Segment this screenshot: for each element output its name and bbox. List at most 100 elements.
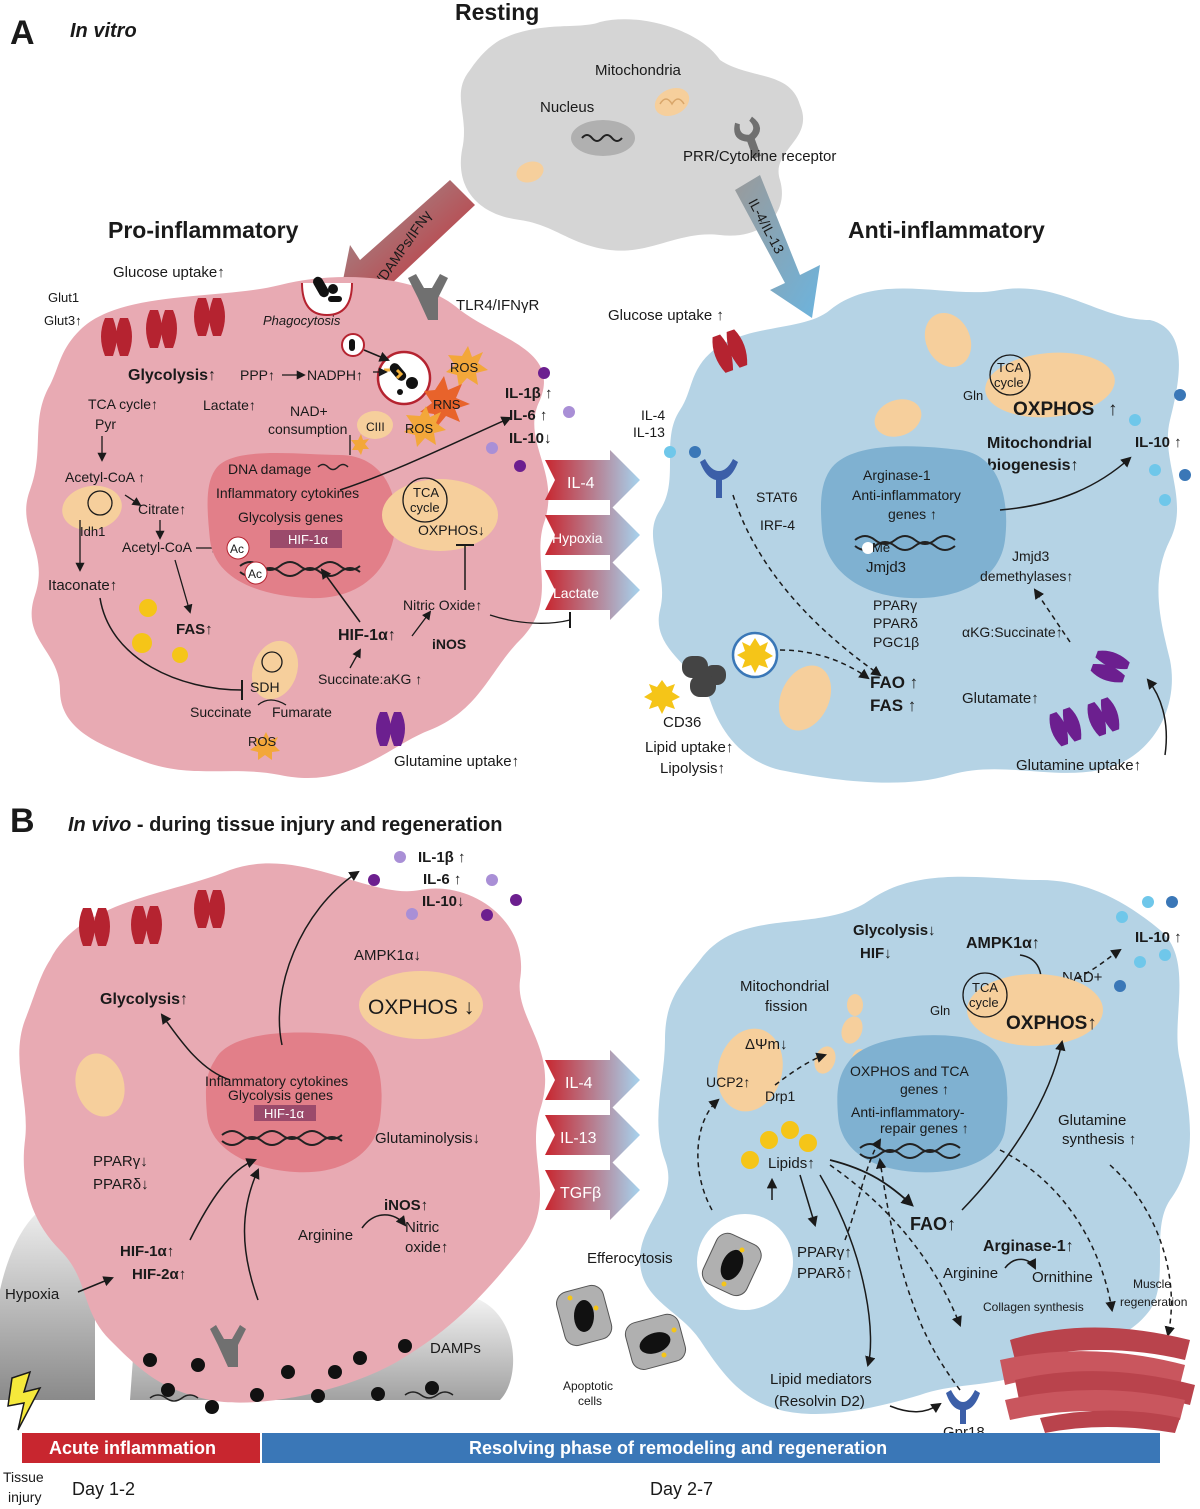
anti-stat6: STAT6 [756, 489, 798, 505]
b-anti-tca-2: cycle [969, 995, 999, 1010]
tlr-label: TLR4/IFNγR [456, 297, 540, 314]
b-anti-fission-2: fission [765, 998, 808, 1015]
prr-receptor-icon [734, 116, 761, 159]
pro-citrate: Citrate↑ [138, 501, 186, 517]
b-pro-glycolysis: Glycolysis↑ [100, 991, 188, 1008]
anti-jmjd3-dem-1: Jmjd3 [1012, 548, 1050, 564]
middle-arrow-il13-b [545, 1105, 640, 1165]
mitochondria-icon [717, 1028, 783, 1112]
ros-2: ROS [405, 421, 434, 436]
b-pro-hif2: HIF-2α↑ [132, 1266, 186, 1283]
pro-glycolysis: Glycolysis↑ [128, 367, 216, 384]
b-anti-hif: HIF↓ [860, 945, 892, 962]
resting-dna [581, 134, 623, 142]
il4-receptor-icon [700, 459, 738, 498]
tlr-receptor-icon [408, 274, 448, 320]
anti-nucleus-line2: Anti-inflammatory [852, 487, 961, 503]
pro-ppp: PPP↑ [240, 367, 275, 383]
pro-tca-2: cycle [410, 500, 440, 515]
b-anti-muscle-2: regeneration [1120, 1295, 1187, 1309]
anti-mito-bio-2: biogenesis↑ [987, 457, 1079, 474]
b-anti-nucleus [837, 1035, 1008, 1173]
timeline-acute: Acute inflammation [49, 1438, 216, 1458]
mitochondria-icon [62, 485, 122, 531]
anti-il4: IL-4 [641, 407, 665, 423]
bacteria-icon [313, 276, 342, 302]
anti-nucleus-line1: Arginase-1 [863, 467, 931, 483]
damp-receptor-icon [210, 1325, 246, 1367]
b-pro-il1b: IL-1β ↑ [418, 849, 466, 866]
timeline-day1: Day 1-2 [72, 1479, 135, 1499]
lipid-droplet-icon [132, 599, 188, 663]
b-anti-gln: Gln [930, 1003, 950, 1018]
glut-transporter-icon [101, 298, 225, 356]
middle-arrow-lactate [545, 560, 640, 620]
anti-mito-bio-1: Mitochondrial [987, 435, 1092, 452]
b-anti-glutamine-2: synthesis ↑ [1062, 1131, 1136, 1148]
b-anti-oxphos: OXPHOS↑ [1006, 1013, 1097, 1034]
b-pro-hif1: HIF-1α↑ [120, 1243, 174, 1260]
pro-succinate-akg: Succinate:aKG ↑ [318, 671, 422, 687]
ros-1: ROS [450, 360, 479, 375]
pro-tca-1: TCA [413, 485, 439, 500]
timeline-tissue-2: injury [8, 1489, 41, 1505]
mitochondria-icon [778, 665, 832, 731]
anti-il10: IL-10 ↑ [1135, 434, 1182, 451]
anti-ppar-d: PPARδ [873, 615, 918, 631]
pro-nad2: consumption [268, 421, 347, 437]
b-anti-apoptotic-1: Apoptotic [563, 1379, 613, 1393]
pro-title: Pro-inflammatory [108, 217, 299, 243]
b-pro-glutaminolysis: Glutaminolysis↓ [375, 1130, 480, 1147]
hif-box [254, 1105, 316, 1121]
b-anti-il10: IL-10 ↑ [1135, 929, 1182, 946]
pro-tca: TCA cycle↑ [88, 396, 158, 412]
anti-nucleus-line3: genes ↑ [888, 506, 937, 522]
panel-a-subtitle: In vitro [70, 20, 137, 42]
prr-label: PRR/Cytokine receptor [683, 148, 836, 165]
pro-nucleus-line1: Inflammatory cytokines [216, 485, 359, 501]
timeline-resolving: Resolving phase of remodeling and regene… [469, 1438, 887, 1458]
mitochondria-icon [874, 399, 922, 437]
pro-nitric-oxide: Nitric Oxide↑ [403, 597, 482, 613]
pro-ac1: Ac [230, 542, 244, 556]
pro-hif-box: HIF-1α [288, 532, 329, 547]
resting-mito-label: Mitochondria [595, 62, 682, 79]
b-pro-arginine: Arginine [298, 1227, 353, 1244]
b-anti-tca-1: TCA [972, 980, 998, 995]
pro-glucose: Glucose uptake↑ [113, 264, 225, 281]
b-anti-ppar-g: PPARγ↑ [797, 1244, 852, 1261]
b-pro-il6: IL-6 ↑ [423, 871, 461, 888]
cd36-receptor-icon [682, 656, 726, 697]
b-anti-arginase: Arginase-1↑ [983, 1238, 1074, 1255]
timeline-tissue-1: Tissue [3, 1469, 44, 1485]
timeline-acute-bar [22, 1433, 260, 1463]
b-anti-efferocytosis: Efferocytosis [587, 1250, 673, 1267]
anti-fas: FAS ↑ [870, 696, 916, 715]
pro-glutamine: Glutamine uptake↑ [394, 753, 519, 770]
anti-oxphos-arrow: ↑ [1108, 399, 1118, 420]
middle-arrow-il4-b [545, 1050, 640, 1110]
pro-nad1: NAD+ [290, 403, 328, 419]
b-anti-lipids: Lipids↑ [768, 1155, 815, 1172]
anti-jmjd3: Jmjd3 [866, 559, 906, 576]
b-pro-ampk: AMPK1α↓ [354, 947, 421, 964]
glut-transporter-icon [79, 890, 225, 946]
b-anti-lipid-med-1: Lipid mediators [770, 1371, 872, 1388]
il10-dots [1114, 896, 1178, 992]
pro-oxphos: OXPHOS↓ [418, 522, 485, 538]
b-pro-hypoxia: Hypoxia [5, 1286, 60, 1303]
b-anti-ornithine: Ornithine [1032, 1269, 1093, 1286]
apoptotic-cell-icon [556, 1284, 613, 1347]
b-pro-il10: IL-10↓ [422, 893, 465, 910]
b-pro-nucleus-line1: Inflammatory cytokines [205, 1073, 348, 1089]
phagocytosis-cup [301, 282, 353, 317]
anti-akg: αKG:Succinate↑ [962, 624, 1063, 640]
b-mid-arrow-il13: IL-13 [560, 1130, 597, 1147]
timeline-day2: Day 2-7 [650, 1479, 713, 1499]
b-anti-fao: FAO↑ [910, 1214, 956, 1234]
panel-b-letter: B [10, 802, 35, 840]
b-anti-apoptotic-2: cells [578, 1394, 602, 1408]
anti-il13: IL-13 [633, 424, 665, 440]
mid-arrow-lactate: Lactate [553, 585, 599, 601]
